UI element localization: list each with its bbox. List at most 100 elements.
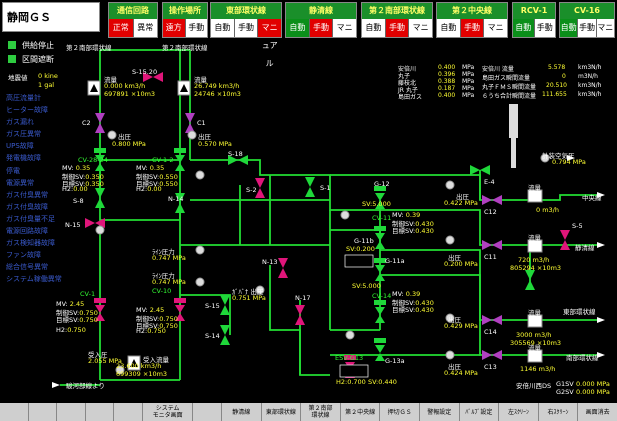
valve-n17[interactable] <box>295 305 305 325</box>
footer-button-system-monitor[interactable]: システム モニタ画面 <box>143 403 194 421</box>
manual-override-button[interactable]: マニュアル <box>597 23 614 68</box>
flowmeter-7[interactable] <box>127 355 141 371</box>
flowmeter-2[interactable] <box>177 80 191 96</box>
alarm-item[interactable]: ガス付臭異常 <box>6 190 48 199</box>
footer-button-alarm-settings[interactable]: 警報設定 <box>420 403 460 421</box>
manual-button[interactable]: 手動 <box>385 19 410 37</box>
manual-override-button[interactable]: マニュアル <box>487 23 504 68</box>
alarm-item[interactable]: ファン故障 <box>6 251 41 260</box>
alarm-item[interactable]: 総合信号異常 <box>6 263 48 272</box>
alarm-item[interactable]: UPS故障 <box>6 142 34 151</box>
alarm-item[interactable]: 発電機故障 <box>6 154 41 163</box>
footer-button-seisei-line[interactable]: 静清線 <box>222 403 262 421</box>
valve-c14[interactable] <box>482 315 502 325</box>
manual-button[interactable]: 手動 <box>536 23 553 32</box>
flowmeter-4[interactable] <box>527 239 543 253</box>
valve-s18[interactable] <box>228 155 248 165</box>
control-valve-cv28[interactable] <box>94 148 106 171</box>
valve-n15[interactable] <box>85 218 105 228</box>
auto-button[interactable]: 自動 <box>362 19 386 37</box>
auto-button[interactable]: 自動 <box>513 19 535 37</box>
valve-s8[interactable] <box>95 188 105 208</box>
manual-button[interactable]: 手動 <box>235 19 259 37</box>
valve-s15[interactable] <box>220 295 230 315</box>
valve-e4[interactable] <box>470 165 490 175</box>
alarm-item[interactable]: 高圧流量計 <box>6 94 41 102</box>
alarm-item[interactable]: 電源回路故障 <box>6 227 48 236</box>
control-valve-cv14[interactable] <box>374 300 386 323</box>
flowmeter-1[interactable] <box>87 80 101 96</box>
auto-button[interactable]: 自動 <box>560 19 579 37</box>
flowmeter-3[interactable] <box>527 189 543 203</box>
valve-label: S-8 <box>73 197 84 205</box>
footer-button-blank[interactable] <box>29 403 58 421</box>
footer-button-second-south-loop[interactable]: 第２南部 環状線 <box>301 403 341 421</box>
flow-value: 0 m3/h <box>536 206 559 214</box>
valve-c12[interactable] <box>482 195 502 205</box>
footer-button-valve-settings[interactable]: ﾊﾞﾙﾌﾞ設定 <box>460 403 500 421</box>
alarm-item[interactable]: 停電 <box>6 166 20 175</box>
control-valve-g13a[interactable] <box>374 338 386 361</box>
quake-label: 地震値 <box>8 74 28 82</box>
alarm-item[interactable]: ガス圧異常 <box>6 130 41 139</box>
manual-button[interactable]: 手動 <box>188 23 205 32</box>
footer-button-right-screen[interactable]: 右ｽｸﾘｰﾝ <box>539 403 579 421</box>
footer-button-east-loop[interactable]: 東部環状線 <box>262 403 302 421</box>
valve-c1[interactable] <box>185 113 195 133</box>
info-name: 安倍川 <box>398 66 417 73</box>
manual-override-button[interactable]: マニュアル <box>336 23 353 68</box>
auto-button[interactable]: 自動 <box>437 19 461 37</box>
valve-s14[interactable] <box>220 325 230 345</box>
auto-button[interactable]: 自動 <box>286 19 310 37</box>
alarm-item[interactable]: ガス検知器故障 <box>6 239 55 248</box>
footer-button-blank[interactable] <box>86 403 115 421</box>
valve-label: C14 <box>484 328 497 336</box>
alarm-item[interactable]: ガス漏れ <box>6 118 34 127</box>
footer-button-left-screen[interactable]: 左ｽｸﾘｰﾝ <box>499 403 539 421</box>
valve-s2[interactable] <box>255 178 265 198</box>
remote-button[interactable]: 遠方 <box>163 19 186 37</box>
footer-button-second-central-line[interactable]: 第２中央線 <box>341 403 381 421</box>
info-name: ６うち合計瞬間流量 <box>482 93 537 100</box>
control-valve-cv12[interactable] <box>174 148 186 171</box>
alarm-item[interactable]: 電源異常 <box>6 178 34 187</box>
cv-h2: H2:0.750 <box>56 326 86 334</box>
pressure-value: 2.055 MPa <box>88 357 122 365</box>
valve-n14[interactable] <box>175 193 185 213</box>
valve-n13[interactable] <box>278 258 288 278</box>
abnormal-button[interactable]: 異常 <box>137 23 154 32</box>
valve-c13[interactable] <box>482 350 502 360</box>
valve-label: CV-1-2 <box>152 156 174 164</box>
alarm-item[interactable]: システム稼働異常 <box>6 275 62 284</box>
control-valve-cv11[interactable] <box>374 226 386 249</box>
manual-button[interactable]: 手動 <box>578 19 597 37</box>
alarm-item[interactable]: ガス付臭故障 <box>6 202 48 211</box>
control-valve-g11a[interactable] <box>374 258 386 281</box>
valve-label: S-1 <box>320 184 331 192</box>
valve-s7[interactable] <box>525 270 535 290</box>
footer-button-clear-screen[interactable]: 画面消去 <box>585 408 610 416</box>
footer-button-oshikiri-gs[interactable]: 押切ＧＳ <box>380 403 420 421</box>
manual-override-button[interactable]: マニュアル <box>412 23 429 68</box>
flowmeter-6[interactable] <box>527 349 543 363</box>
alarm-item[interactable]: ヒーター故障 <box>6 106 48 115</box>
manual-button[interactable]: 手動 <box>309 19 334 37</box>
flowmeter-5[interactable] <box>527 314 543 328</box>
control-valve-cv1[interactable] <box>94 298 106 321</box>
valve-s1[interactable] <box>305 177 315 197</box>
control-valve-cv10[interactable] <box>174 298 186 321</box>
manual-override-button[interactable]: マニュアル <box>258 19 282 68</box>
valve-s1520[interactable] <box>143 72 163 82</box>
footer-button-blank[interactable] <box>114 403 143 421</box>
manual-button[interactable]: 手動 <box>460 19 485 37</box>
auto-button[interactable]: 自動 <box>211 19 235 37</box>
normal-button[interactable]: 正常 <box>109 19 134 37</box>
valve-c11[interactable] <box>482 240 502 250</box>
footer-button-blank[interactable] <box>0 403 29 421</box>
footer-button-blank[interactable] <box>193 403 222 421</box>
valve-s5[interactable] <box>560 230 570 250</box>
alarm-item[interactable]: ガス付臭量不足 <box>6 214 55 223</box>
valve-c2[interactable] <box>95 113 105 133</box>
footer-button-blank[interactable] <box>57 403 86 421</box>
control-valve-g12[interactable] <box>374 186 386 209</box>
